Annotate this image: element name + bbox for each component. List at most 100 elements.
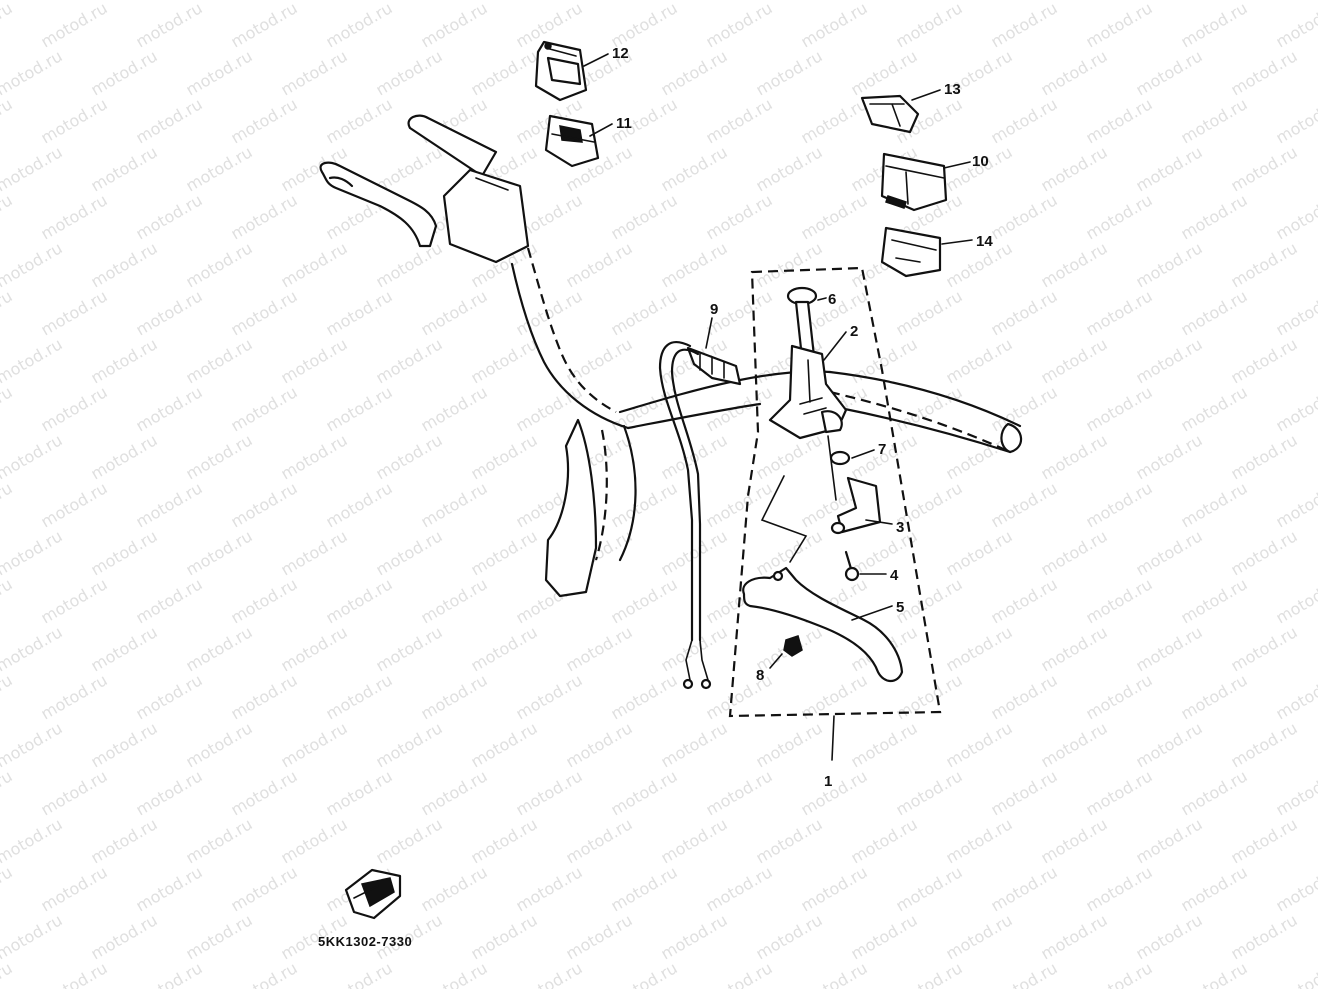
watermark-text: motod.ru [88, 622, 161, 675]
watermark-text: motod.ru [183, 622, 256, 675]
watermark-text: motod.ru [228, 862, 301, 915]
switch-part-13 [860, 94, 920, 134]
watermark-text: motod.ru [563, 238, 636, 291]
watermark-text: motod.ru [893, 0, 966, 51]
watermark-text: motod.ru [988, 286, 1061, 339]
watermark-text: motod.ru [468, 910, 541, 963]
watermark-text: motod.ru [703, 862, 776, 915]
watermark-text: motod.ru [988, 0, 1061, 51]
watermark-text: motod.ru [38, 190, 111, 243]
reference-book-icon [344, 868, 402, 920]
brake-switch-wire [658, 341, 742, 690]
watermark-text: motod.ru [0, 574, 16, 627]
callout-8: 8 [756, 667, 764, 684]
watermark-text: motod.ru [0, 814, 66, 867]
watermark-text: motod.ru [278, 526, 351, 579]
watermark-text: motod.ru [228, 0, 301, 51]
watermark-text: motod.ru [563, 622, 636, 675]
watermark-text: motod.ru [703, 94, 776, 147]
watermark-text: motod.ru [183, 430, 256, 483]
watermark-text: motod.ru [38, 478, 111, 531]
callout-10: 10 [972, 153, 989, 170]
watermark-text: motod.ru [1178, 766, 1251, 819]
watermark-text: motod.ru [228, 382, 301, 435]
callout-13: 13 [944, 81, 961, 98]
watermark-text: motod.ru [133, 766, 206, 819]
watermark-text: motod.ru [373, 622, 446, 675]
watermark-text: motod.ru [1083, 478, 1156, 531]
watermark-text: motod.ru [133, 382, 206, 435]
watermark-text: motod.ru [418, 286, 491, 339]
watermark-text: motod.ru [373, 334, 446, 387]
watermark-text: motod.ru [1083, 286, 1156, 339]
watermark-text: motod.ru [1038, 334, 1111, 387]
callout-11: 11 [616, 115, 632, 132]
watermark-text: motod.ru [1178, 382, 1251, 435]
watermark-text: motod.ru [88, 718, 161, 771]
watermark-text: motod.ru [1133, 526, 1206, 579]
watermark-text: motod.ru [658, 526, 731, 579]
watermark-text: motod.ru [608, 958, 681, 989]
watermark-text: motod.ru [513, 670, 586, 723]
watermark-text: motod.ru [323, 574, 396, 627]
watermark-text: motod.ru [183, 142, 256, 195]
watermark-text: motod.ru [0, 190, 16, 243]
callout-2: 2 [850, 323, 858, 340]
watermark-text: motod.ru [658, 718, 731, 771]
watermark-text: motod.ru [1228, 46, 1301, 99]
watermark-text: motod.ru [1083, 382, 1156, 435]
watermark-text: motod.ru [608, 766, 681, 819]
watermark-text: motod.ru [133, 670, 206, 723]
watermark-text: motod.ru [88, 910, 161, 963]
watermark-text: motod.ru [753, 430, 826, 483]
watermark-text: motod.ru [1273, 862, 1318, 915]
watermark-text: motod.ru [563, 334, 636, 387]
watermark-text: motod.ru [323, 478, 396, 531]
watermark-text: motod.ru [0, 718, 66, 771]
watermark-text: motod.ru [848, 334, 921, 387]
watermark-text: motod.ru [1038, 622, 1111, 675]
watermark-text: motod.ru [513, 286, 586, 339]
watermark-text: motod.ru [1228, 622, 1301, 675]
watermark-text: motod.ru [1038, 46, 1111, 99]
watermark-text: motod.ru [38, 670, 111, 723]
watermark-text: motod.ru [183, 46, 256, 99]
watermark-text: motod.ru [848, 46, 921, 99]
watermark-text: motod.ru [1038, 142, 1111, 195]
watermark-text: motod.ru [0, 142, 66, 195]
switch-part-10 [880, 152, 948, 212]
watermark-text: motod.ru [1083, 862, 1156, 915]
watermark-text: motod.ru [0, 238, 66, 291]
watermark-text: motod.ru [418, 382, 491, 435]
watermark-text: motod.ru [1273, 286, 1318, 339]
watermark-text: motod.ru [228, 94, 301, 147]
watermark-text: motod.ru [1178, 958, 1251, 989]
watermark-text: motod.ru [133, 478, 206, 531]
watermark-text: motod.ru [988, 574, 1061, 627]
watermark-text: motod.ru [228, 670, 301, 723]
watermark-text: motod.ru [0, 334, 66, 387]
watermark-text: motod.ru [608, 0, 681, 51]
nut [829, 450, 851, 466]
watermark-text: motod.ru [38, 286, 111, 339]
watermark-text: motod.ru [943, 622, 1016, 675]
watermark-text: motod.ru [278, 718, 351, 771]
watermark-text: motod.ru [753, 142, 826, 195]
watermark-text: motod.ru [88, 142, 161, 195]
diagram-code: 5KK1302-7330 [318, 934, 412, 949]
watermark-text: motod.ru [183, 910, 256, 963]
watermark-text: motod.ru [38, 574, 111, 627]
watermark-text: motod.ru [988, 862, 1061, 915]
watermark-text: motod.ru [88, 430, 161, 483]
watermark-text: motod.ru [278, 622, 351, 675]
watermark-text: motod.ru [943, 814, 1016, 867]
watermark-text: motod.ru [658, 238, 731, 291]
watermark-text: motod.ru [1133, 142, 1206, 195]
watermark-text: motod.ru [893, 958, 966, 989]
watermark-text: motod.ru [563, 814, 636, 867]
watermark-text: motod.ru [848, 718, 921, 771]
watermark-text: motod.ru [0, 862, 16, 915]
watermark-text: motod.ru [418, 958, 491, 989]
handlebar [319, 114, 1023, 598]
